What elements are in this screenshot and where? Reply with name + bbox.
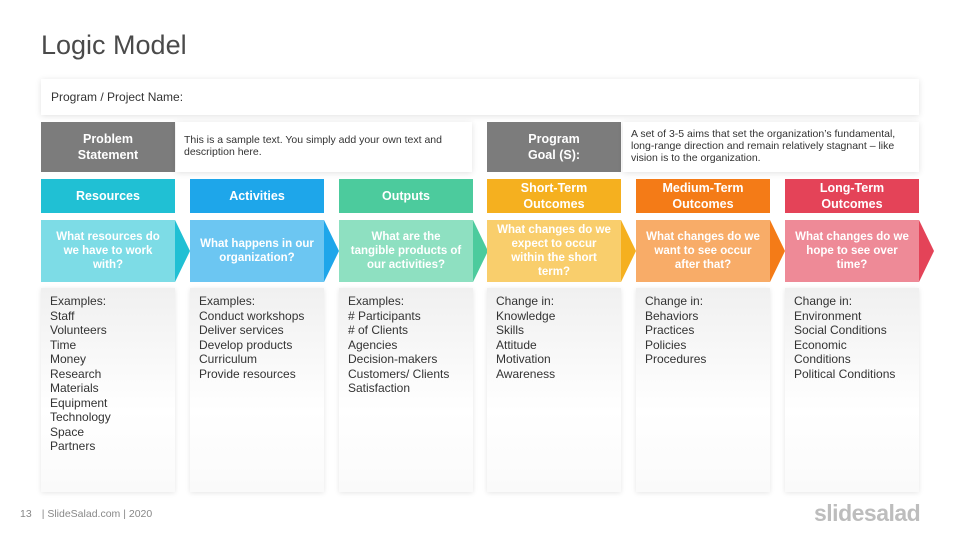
column-header: Activities xyxy=(190,179,324,213)
page-title: Logic Model xyxy=(41,30,187,60)
problem-statement-heading: Problem Statement xyxy=(41,122,175,172)
footer-credit: | SlideSalad.com | 2020 xyxy=(41,508,153,520)
list-item: Deliver services xyxy=(199,323,284,337)
footer: 13 | SlideSalad.com | 2020 xyxy=(20,508,152,520)
list-item: Volunteers xyxy=(50,323,107,337)
project-name-label: Program / Project Name: xyxy=(51,90,184,104)
list-item: Attitude xyxy=(496,337,537,352)
list-item: Environment xyxy=(794,308,862,323)
page-number: 13 xyxy=(20,508,32,520)
list-item: # of Clients xyxy=(348,323,409,337)
list-item: Motivation xyxy=(496,352,551,366)
program-goal-text[interactable]: A set of 3-5 aims that set the organizat… xyxy=(623,122,919,172)
list-item: Provide resources xyxy=(199,366,296,381)
list-item: Economic xyxy=(794,337,847,352)
list-item: # Participants xyxy=(348,308,421,323)
list-item: Research xyxy=(50,366,102,381)
list-item: Procedures xyxy=(645,352,707,366)
list-item: Examples: xyxy=(50,294,107,308)
list-item: Change in: xyxy=(794,294,853,308)
brand-logo: slidesalad xyxy=(814,500,921,526)
column-header: Resources xyxy=(41,179,175,213)
problem-heading-line1: Problem xyxy=(82,132,133,146)
column-question: What are the tangible products of our ac… xyxy=(339,220,473,282)
list-item: Equipment xyxy=(50,395,108,410)
list-item: Customers/ Clients xyxy=(348,366,450,381)
list-item: Satisfaction xyxy=(348,381,411,395)
list-item: Conditions xyxy=(794,352,851,366)
list-item: Curriculum xyxy=(199,352,258,366)
problem-heading-line2: Statement xyxy=(77,148,139,162)
list-item: Political Conditions xyxy=(794,366,896,381)
list-item: Social Conditions xyxy=(794,323,887,337)
column-question: What happens in our organization? xyxy=(190,220,324,282)
list-item: Skills xyxy=(496,323,525,337)
goal-heading-line1: Program xyxy=(528,132,580,146)
project-name-field[interactable]: Program / Project Name: xyxy=(41,79,919,115)
list-item: Knowledge xyxy=(496,308,556,323)
list-item: Policies xyxy=(645,337,687,352)
list-item: Practices xyxy=(645,323,695,337)
program-goal-heading: Program Goal (S): xyxy=(487,122,621,172)
column-question: What changes do we expect to occur withi… xyxy=(487,220,621,282)
list-item: Change in: xyxy=(645,294,704,308)
list-item: Materials xyxy=(50,381,99,395)
list-item: Behaviors xyxy=(645,308,699,323)
list-item: Technology xyxy=(50,410,111,424)
chevron-arrow-icon xyxy=(919,220,934,282)
column-header: Outputs xyxy=(339,179,473,213)
chevron-arrow-icon xyxy=(473,220,488,282)
list-item: Examples: xyxy=(199,294,256,308)
chevron-arrow-icon xyxy=(324,220,339,282)
column-header: Short-Term Outcomes xyxy=(487,179,621,213)
problem-statement-text[interactable]: This is a sample text. You simply add yo… xyxy=(176,122,472,172)
list-item: Staff xyxy=(50,308,75,323)
list-item: Conduct workshops xyxy=(199,308,305,323)
list-item: Decision-makers xyxy=(348,352,438,366)
chevron-arrow-icon xyxy=(175,220,190,282)
column-question: What resources do we have to work with? xyxy=(41,220,175,282)
list-item: Space xyxy=(50,424,85,439)
chevron-arrow-icon xyxy=(621,220,636,282)
chevron-arrow-icon xyxy=(770,220,785,282)
list-item: Examples: xyxy=(348,294,405,308)
list-item: Awareness xyxy=(496,366,556,381)
column-header: Long-Term Outcomes xyxy=(785,179,919,213)
list-item: Money xyxy=(50,352,87,366)
list-item: Develop products xyxy=(199,337,293,352)
column-question: What changes do we want to see occur aft… xyxy=(636,220,770,282)
goal-heading-line2: Goal (S): xyxy=(527,148,581,162)
list-item: Agencies xyxy=(348,337,398,352)
column-question: What changes do we hope to see over time… xyxy=(785,220,919,282)
list-item: Time xyxy=(50,337,77,352)
list-item: Partners xyxy=(50,439,96,453)
column-header: Medium-Term Outcomes xyxy=(636,179,770,213)
list-item: Change in: xyxy=(496,294,555,308)
